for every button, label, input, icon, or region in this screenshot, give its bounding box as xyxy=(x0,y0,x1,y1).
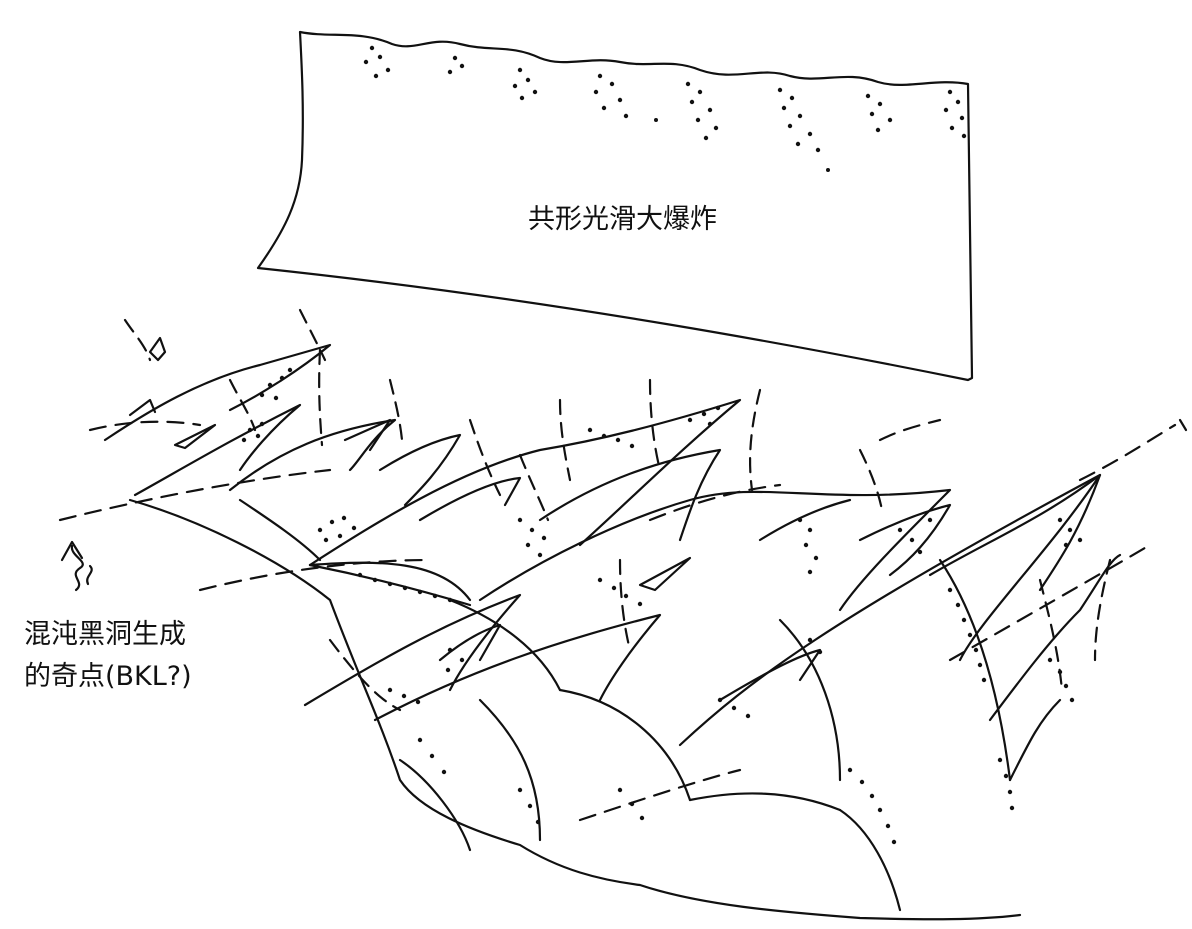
big-bang-label: 共形光滑大爆炸 xyxy=(528,204,717,235)
smooth-big-bang-surface xyxy=(256,30,974,382)
crunch-stippling xyxy=(241,367,1083,845)
surface-stippling xyxy=(363,45,967,172)
chaotic-crunch-surface xyxy=(58,308,1188,921)
squiggle-arrow-up-icon xyxy=(60,540,93,592)
singularity-label: 混沌黑洞生成 的奇点(BKL?) xyxy=(24,614,192,698)
singularity-label-line2: 的奇点(BKL?) xyxy=(24,661,192,692)
singularity-label-line1: 混沌黑洞生成 xyxy=(24,619,186,650)
